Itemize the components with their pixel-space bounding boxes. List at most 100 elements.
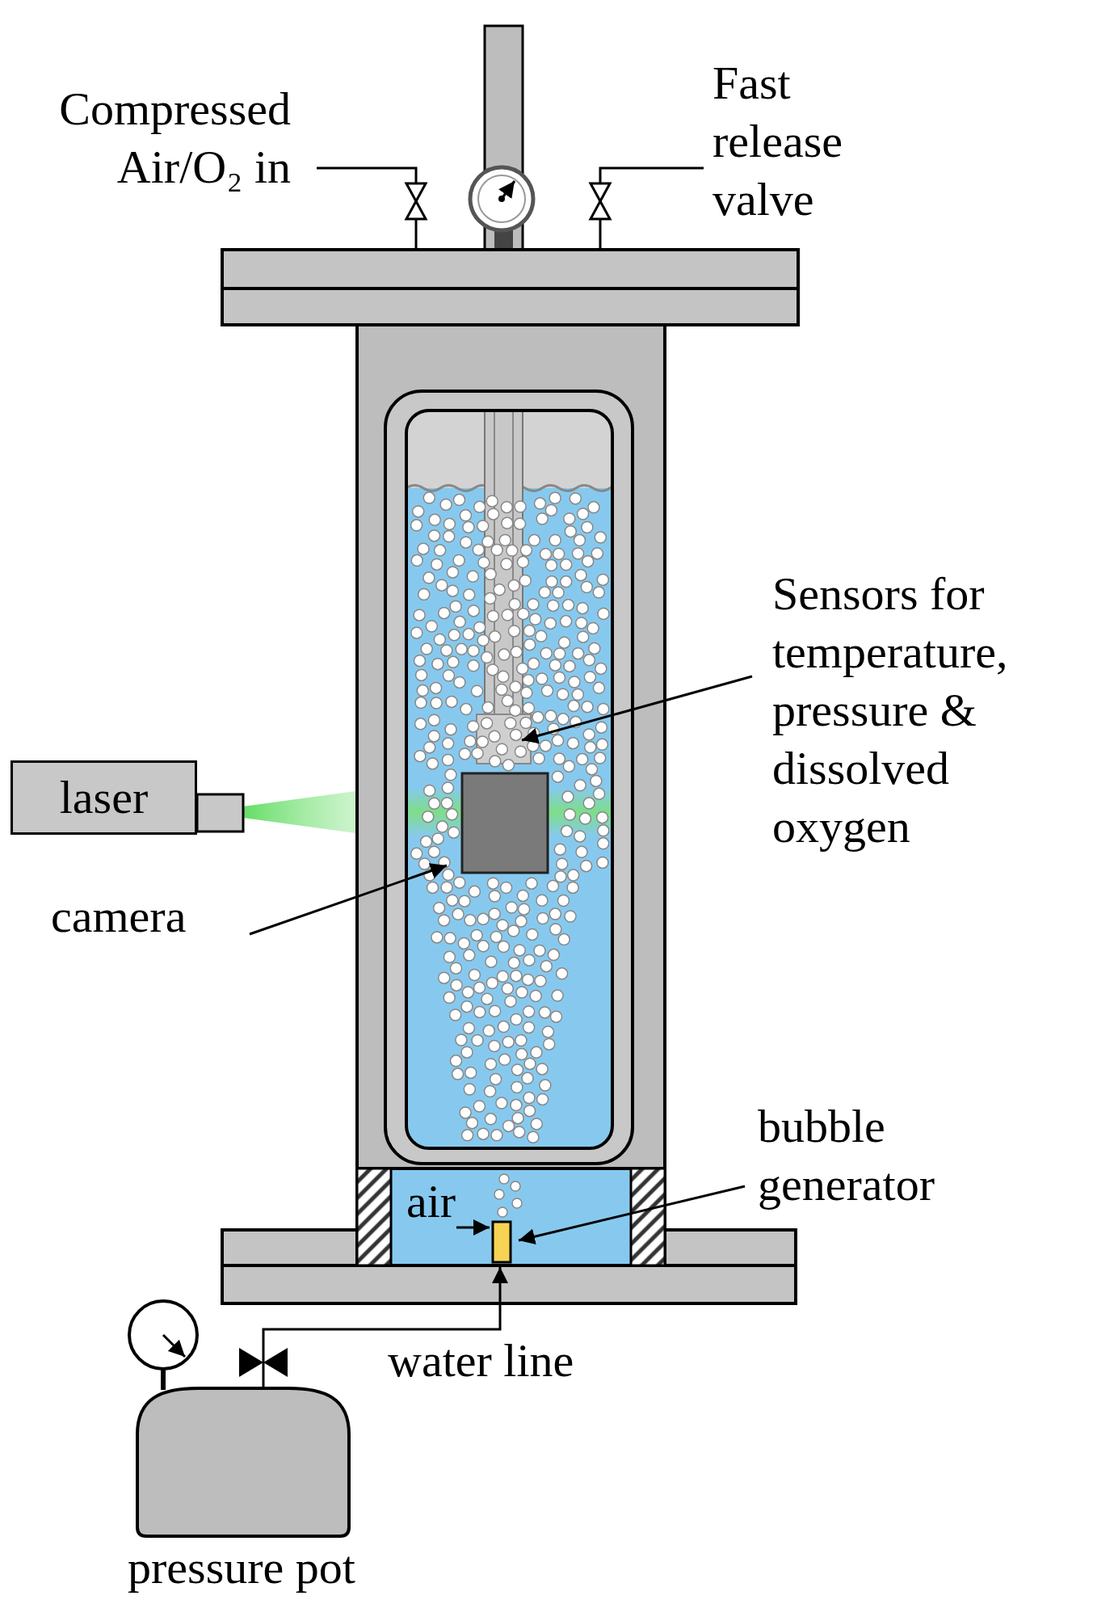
bubble <box>596 856 609 868</box>
bubble <box>490 930 502 942</box>
gauge-pivot <box>498 195 505 202</box>
bubble <box>474 500 486 513</box>
bubble <box>517 608 530 620</box>
bubble <box>454 494 466 506</box>
bubble <box>516 986 528 998</box>
bubble <box>536 894 548 906</box>
bubble <box>583 797 595 809</box>
bubble <box>554 672 566 684</box>
bubble <box>534 975 547 987</box>
bubble <box>477 940 489 952</box>
column-housing <box>357 324 665 1169</box>
bubble <box>574 534 586 547</box>
release-stem <box>599 218 602 250</box>
bubble <box>465 1066 477 1078</box>
bubble <box>476 735 488 748</box>
bubble <box>499 534 511 547</box>
release-valve <box>590 183 610 202</box>
bubble <box>424 741 436 753</box>
bubble <box>537 1093 549 1105</box>
bubble <box>509 681 522 693</box>
bubble <box>551 989 564 1001</box>
bubble <box>433 902 446 914</box>
bubble <box>560 615 572 627</box>
bubble <box>488 730 501 742</box>
bubble <box>592 586 605 598</box>
bubble <box>529 990 542 1002</box>
bubble <box>493 584 505 596</box>
bubble <box>432 832 444 845</box>
bubble <box>538 1006 551 1018</box>
bubble <box>411 626 423 639</box>
water-line-label: water line <box>387 1336 598 1384</box>
bubble <box>446 894 459 906</box>
pot-valve <box>263 1347 288 1377</box>
bubble <box>581 701 593 713</box>
bubble <box>533 944 546 956</box>
bubble <box>532 711 544 724</box>
bubble <box>501 517 513 529</box>
bubble <box>527 739 539 752</box>
bubble <box>468 885 480 897</box>
release-line <box>600 168 704 184</box>
bubble <box>466 1117 478 1129</box>
bubble <box>438 971 450 984</box>
bubble <box>488 890 501 902</box>
bubble <box>491 1129 503 1141</box>
bubble <box>478 556 490 568</box>
bubble <box>529 613 542 625</box>
bubble <box>540 647 552 660</box>
bubble <box>510 1099 522 1111</box>
bubble <box>510 970 522 982</box>
bubble <box>425 620 438 632</box>
bubble <box>443 530 455 543</box>
bubble <box>523 625 535 637</box>
seal-block <box>357 1168 391 1266</box>
bubble <box>547 949 560 961</box>
bubble <box>477 520 489 532</box>
bubble <box>549 534 561 547</box>
bubble <box>511 1081 523 1093</box>
bubble <box>554 647 566 660</box>
bubble <box>491 544 503 556</box>
bubble <box>509 704 522 716</box>
bubble <box>515 1034 527 1047</box>
bubble <box>440 498 452 510</box>
bubble <box>575 845 588 858</box>
bubble <box>471 747 484 759</box>
bubble <box>597 824 610 837</box>
bubble <box>453 554 465 567</box>
bubble <box>500 882 513 894</box>
bubble <box>523 1092 535 1104</box>
bubble <box>462 628 475 640</box>
bubble <box>579 812 591 824</box>
bubble <box>567 881 579 893</box>
bubble <box>596 738 608 750</box>
bubble <box>535 630 547 642</box>
bubble <box>567 869 580 881</box>
pot-gauge <box>129 1300 198 1369</box>
bubble <box>549 659 561 671</box>
bubble <box>540 548 552 560</box>
bubble <box>588 642 601 654</box>
bubble <box>527 598 539 610</box>
bubble <box>522 674 534 686</box>
window-outline <box>406 410 613 1148</box>
bubble <box>447 655 459 668</box>
bubble <box>484 568 497 581</box>
bubble <box>597 837 610 850</box>
leader-line <box>518 1185 745 1241</box>
bubble <box>575 617 588 629</box>
bubble <box>563 660 576 672</box>
bubble <box>524 1105 536 1117</box>
bubble <box>575 569 587 581</box>
bubble <box>517 662 529 674</box>
bubble <box>591 547 603 560</box>
bubble <box>577 508 589 520</box>
bubble <box>576 753 589 766</box>
bubble <box>433 633 446 645</box>
bubble <box>466 570 479 582</box>
laser-beam <box>243 790 356 833</box>
bubble <box>428 529 441 542</box>
